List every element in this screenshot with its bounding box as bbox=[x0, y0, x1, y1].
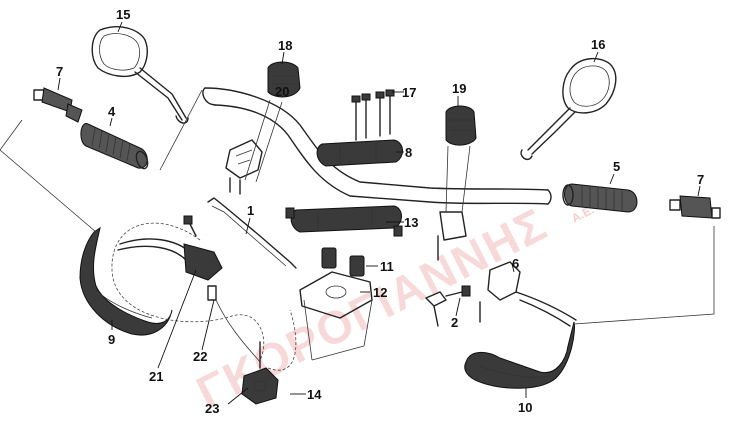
callout-numbers: 15 7 4 18 20 17 19 16 8 5 7 1 13 11 12 6… bbox=[56, 7, 704, 416]
callout-18: 18 bbox=[278, 38, 292, 53]
callout-14: 14 bbox=[307, 387, 322, 402]
right-lever bbox=[479, 261, 577, 327]
callout-22: 22 bbox=[193, 349, 207, 364]
right-bar-end bbox=[669, 195, 721, 219]
right-switch-assembly bbox=[437, 105, 477, 261]
left-lever-assembly bbox=[117, 215, 223, 281]
left-bar-end bbox=[33, 87, 83, 123]
callout-21: 21 bbox=[149, 369, 163, 384]
left-hand-guard bbox=[79, 226, 173, 336]
callout-7-right: 7 bbox=[697, 172, 704, 187]
callout-4: 4 bbox=[108, 104, 116, 119]
leader-outlines bbox=[0, 89, 715, 371]
callout-1: 1 bbox=[247, 203, 254, 218]
brake-hose bbox=[111, 222, 265, 363]
bushings bbox=[321, 247, 365, 277]
left-mirror bbox=[91, 26, 189, 124]
left-switch-assembly bbox=[225, 61, 301, 195]
callout-12: 12 bbox=[373, 285, 387, 300]
callout-leaders bbox=[57, 21, 701, 405]
callout-19: 19 bbox=[452, 81, 466, 96]
callout-16: 16 bbox=[591, 37, 605, 52]
callout-11: 11 bbox=[380, 259, 394, 274]
callout-23: 23 bbox=[205, 401, 219, 416]
callout-9: 9 bbox=[108, 332, 115, 347]
callout-7-left: 7 bbox=[56, 64, 63, 79]
lower-clamp bbox=[285, 205, 403, 237]
right-mirror bbox=[520, 57, 617, 160]
riser-plate bbox=[299, 271, 373, 361]
brake-caliper bbox=[241, 341, 279, 405]
ignition-switch bbox=[425, 285, 471, 327]
callout-17: 17 bbox=[402, 85, 416, 100]
callout-15: 15 bbox=[116, 7, 130, 22]
callout-8: 8 bbox=[405, 145, 412, 160]
callout-13: 13 bbox=[404, 215, 418, 230]
left-grip bbox=[80, 123, 149, 170]
upper-clamp bbox=[316, 139, 403, 167]
callout-20: 20 bbox=[275, 84, 289, 99]
right-grip bbox=[562, 183, 638, 213]
callout-6: 6 bbox=[512, 256, 519, 271]
callout-5: 5 bbox=[613, 159, 620, 174]
right-hand-guard bbox=[464, 321, 575, 389]
callout-10: 10 bbox=[518, 400, 532, 415]
clamp-bolts bbox=[351, 89, 395, 141]
throttle-cable bbox=[207, 197, 297, 269]
callout-2: 2 bbox=[451, 315, 458, 330]
